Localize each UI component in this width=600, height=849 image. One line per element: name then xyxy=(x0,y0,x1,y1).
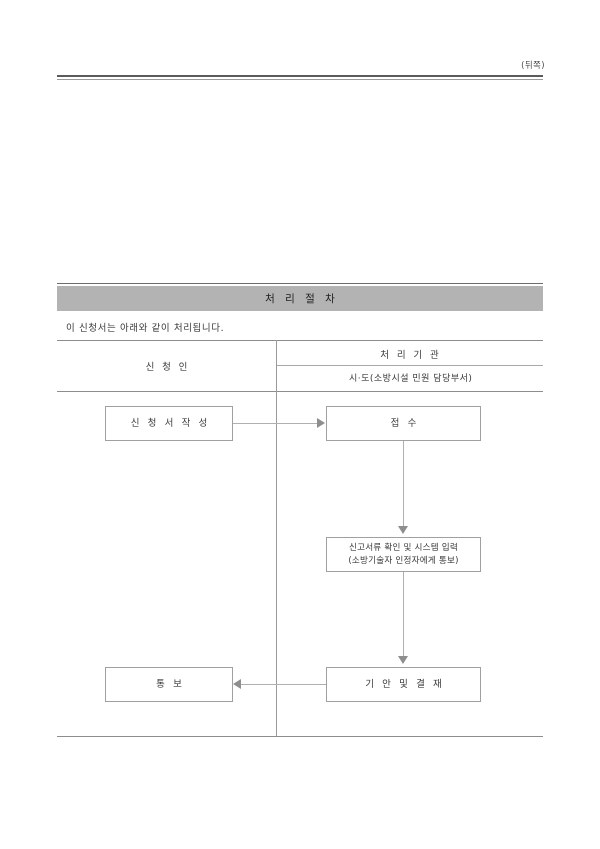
section-title: 처 리 절 차 xyxy=(265,293,339,305)
flow-node-notification-label: 통 보 xyxy=(156,678,185,690)
lane-divider xyxy=(276,340,277,737)
column-header-applicant: 신 청 인 xyxy=(145,362,190,373)
flow-node-draft-and-approval: 기 안 및 결 재 xyxy=(326,667,481,702)
table-bottom-border xyxy=(57,736,543,737)
connector-write-to-receive xyxy=(233,423,318,424)
connector-draft-to-notification xyxy=(241,684,326,685)
flow-node-notification: 통 보 xyxy=(105,667,233,702)
arrow-down-icon xyxy=(398,526,408,534)
header-rule-thick xyxy=(57,75,543,77)
flow-node-write-application-label: 신 청 서 작 성 xyxy=(130,417,210,429)
flow-node-receive-label: 접 수 xyxy=(390,417,419,429)
table-top-border xyxy=(57,340,543,341)
column-header-agency: 처 리 기 관 xyxy=(380,350,442,361)
connector-receive-to-verify xyxy=(403,441,404,527)
arrow-down-icon xyxy=(398,656,408,664)
section-rule xyxy=(57,283,543,284)
table-header-bottom-border xyxy=(57,391,543,392)
flow-node-draft-and-approval-label: 기 안 및 결 재 xyxy=(365,678,445,690)
flow-node-verify-line2: (소방기술자 인정자에게 통보) xyxy=(348,555,459,566)
section-title-band: 처 리 절 차 xyxy=(57,286,543,311)
header-rule-thin xyxy=(57,79,543,80)
arrow-right-icon xyxy=(317,418,325,428)
page-side-marker: (뒤쪽) xyxy=(521,61,545,71)
flow-node-verify-and-input: 신고서류 확인 및 시스템 입력 (소방기술자 인정자에게 통보) xyxy=(326,537,481,572)
intro-text: 이 신청서는 아래와 같이 처리됩니다. xyxy=(66,323,225,334)
agency-header-split-border xyxy=(276,365,543,366)
flow-node-verify-line1: 신고서류 확인 및 시스템 입력 xyxy=(348,543,458,554)
flow-node-receive: 접 수 xyxy=(326,406,481,441)
column-header-agency-department: 시·도(소방시설 민원 담당부서) xyxy=(348,374,473,384)
flow-node-write-application: 신 청 서 작 성 xyxy=(105,406,233,441)
connector-verify-to-draft xyxy=(403,572,404,657)
arrow-left-icon xyxy=(233,679,241,689)
